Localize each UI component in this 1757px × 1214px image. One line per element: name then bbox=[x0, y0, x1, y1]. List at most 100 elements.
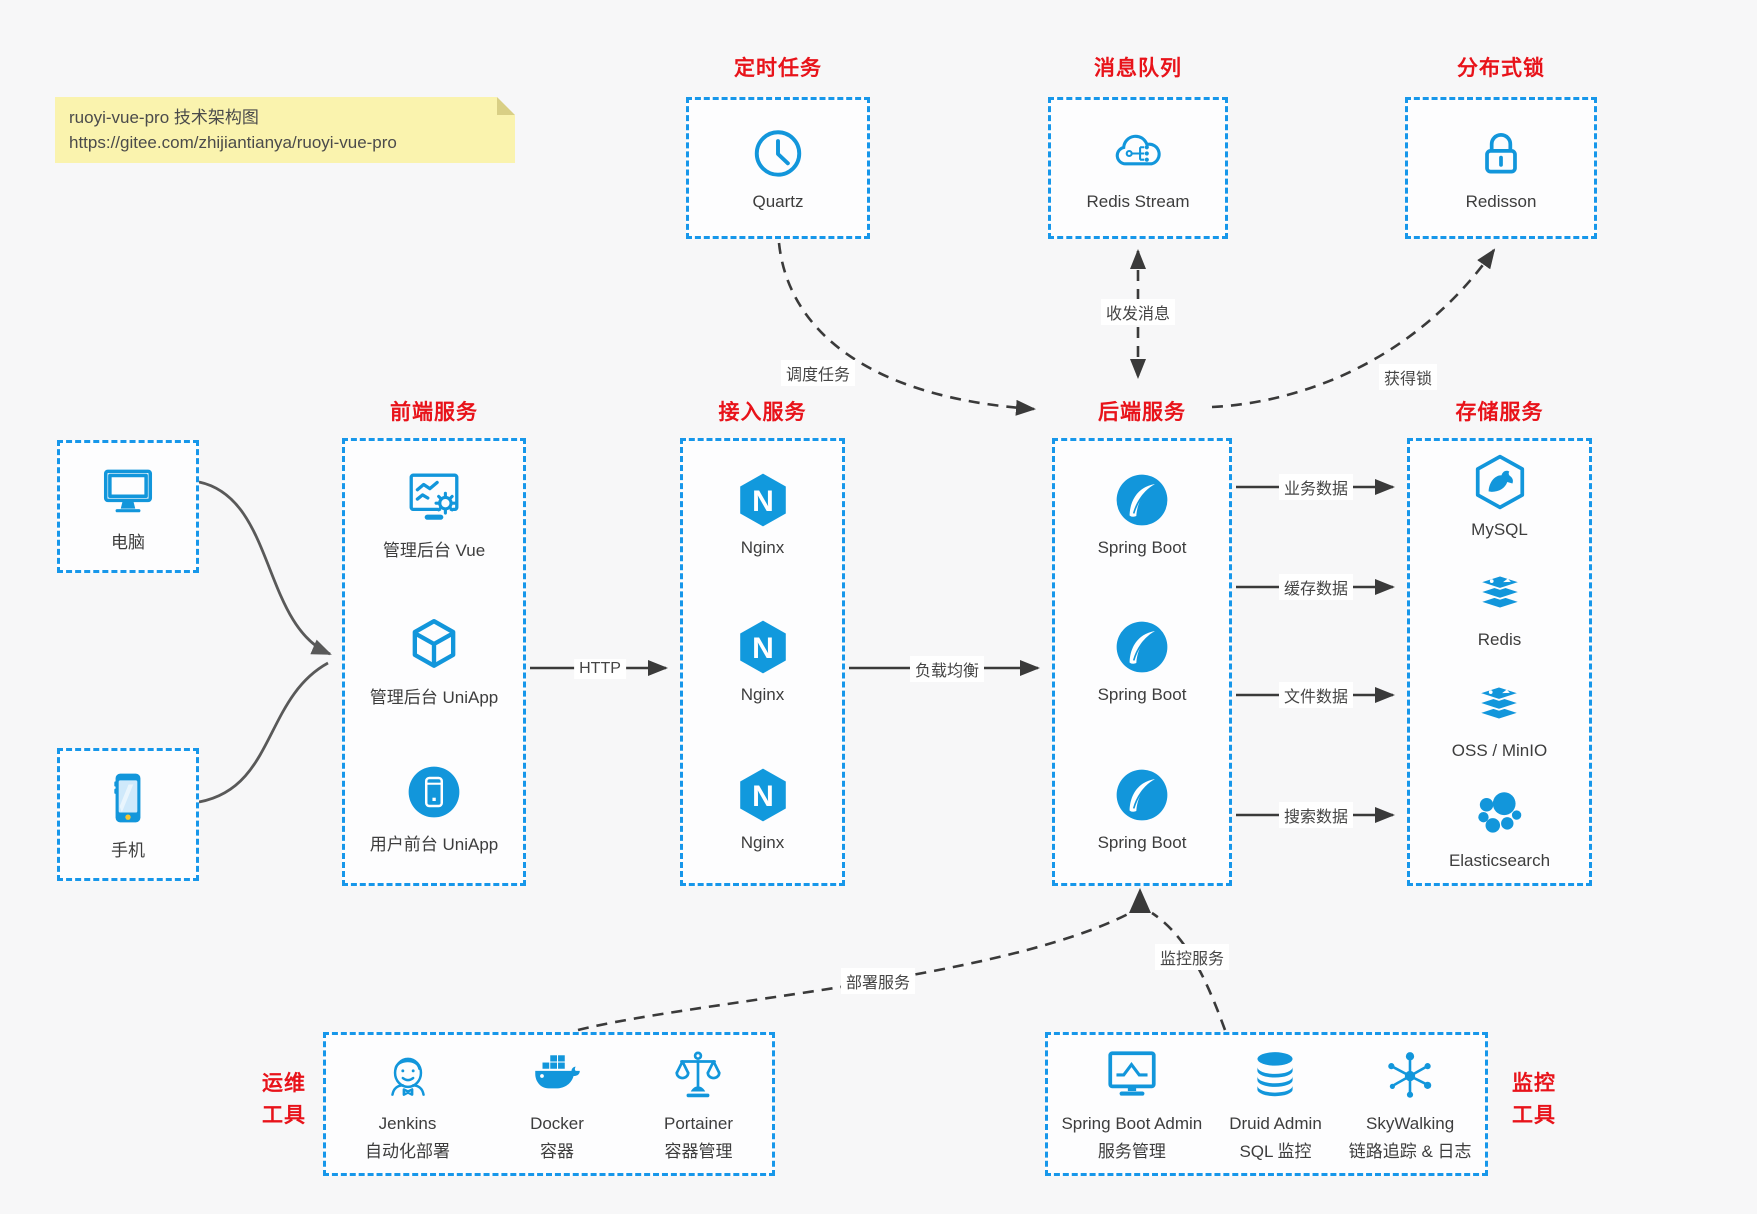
node-sublabel: 服务管理 bbox=[1097, 1141, 1166, 1161]
sticky-note: ruoyi-vue-pro 技术架构图 https://gitee.com/zh… bbox=[55, 97, 515, 163]
edge-label-cache-data: 缓存数据 bbox=[1278, 574, 1354, 600]
node-sublabel: 链路追踪 & 日志 bbox=[1348, 1141, 1472, 1161]
node-spring-boot-admin: Spring Boot Admin 服务管理 bbox=[1061, 1047, 1202, 1162]
edge-label-schedule: 调度任务 bbox=[780, 360, 856, 386]
node-admin-vue: 管理后台 Vue bbox=[383, 469, 485, 561]
cloud-stream-icon bbox=[1115, 134, 1161, 165]
node-label: Redis Stream bbox=[1086, 191, 1190, 211]
edge-client-phone bbox=[198, 661, 329, 804]
node-label: Spring Boot bbox=[1097, 685, 1187, 705]
node-label: Nginx bbox=[740, 538, 785, 558]
spring-boot-admin-icon bbox=[1108, 1050, 1156, 1096]
client-box-phone: 手机 bbox=[57, 748, 199, 881]
node-label: 管理后台 UniApp bbox=[369, 687, 499, 707]
node-label: Redis bbox=[1477, 630, 1522, 650]
edge-label-load-balance: 负载均衡 bbox=[909, 656, 985, 682]
group-title-ops: 运维 工具 bbox=[262, 1072, 306, 1127]
node-sublabel: 容器管理 bbox=[664, 1141, 733, 1161]
node-skywalking: SkyWalking 链路追踪 & 日志 bbox=[1349, 1047, 1472, 1162]
svg-text:N: N bbox=[752, 485, 774, 518]
group-title-backend: 后端服务 bbox=[1098, 401, 1186, 424]
node-label: Elasticsearch bbox=[1448, 851, 1551, 871]
edge-label-deploy: 部署服务 bbox=[840, 968, 916, 994]
skywalking-icon bbox=[1388, 1051, 1432, 1098]
node-oss-minio: OSS / MinIO bbox=[1452, 674, 1547, 761]
node-label: SkyWalking bbox=[1366, 1113, 1455, 1133]
node-nginx-3: N Nginx bbox=[734, 766, 792, 853]
spring-boot-icon bbox=[1116, 622, 1168, 673]
admin-vue-icon bbox=[409, 473, 459, 520]
node-label: 电脑 bbox=[111, 532, 145, 552]
node-label: 管理后台 Vue bbox=[382, 540, 486, 560]
group-box-lock: Redisson bbox=[1405, 97, 1597, 239]
node-druid-admin: Druid Admin SQL 监控 bbox=[1229, 1047, 1322, 1162]
node-redis-stream: Redis Stream bbox=[1086, 125, 1190, 212]
node-redis: Redis bbox=[1471, 563, 1529, 650]
nginx-icon: N bbox=[739, 768, 786, 822]
group-box-scheduler: Quartz bbox=[686, 97, 870, 239]
mysql-icon bbox=[1475, 454, 1524, 509]
node-computer: 电脑 bbox=[99, 461, 157, 553]
portainer-icon bbox=[675, 1051, 722, 1097]
client-box-computer: 电脑 bbox=[57, 440, 199, 573]
nginx-icon: N bbox=[739, 473, 786, 527]
desktop-icon bbox=[103, 469, 153, 512]
edge-label-http: HTTP bbox=[574, 659, 626, 679]
node-elasticsearch: Elasticsearch bbox=[1449, 784, 1550, 871]
docker-icon bbox=[535, 1054, 580, 1088]
redis-stack-icon bbox=[1477, 574, 1522, 610]
node-spring-boot-2: Spring Boot bbox=[1097, 618, 1187, 705]
edge-backend-arrowhead bbox=[1129, 888, 1151, 913]
node-phone: 手机 bbox=[99, 769, 157, 861]
group-title-frontend: 前端服务 bbox=[390, 401, 478, 424]
node-label: Spring Boot bbox=[1097, 832, 1187, 852]
node-docker: Docker 容器 bbox=[528, 1047, 586, 1162]
edge-label-search-data: 搜索数据 bbox=[1278, 802, 1354, 828]
group-box-ops: Jenkins 自动化部署 Docker 容器 bbox=[323, 1032, 775, 1176]
node-user-uniapp: 用户前台 UniApp bbox=[370, 763, 498, 855]
edge-label-lock: 获得锁 bbox=[1378, 364, 1438, 390]
nginx-icon: N bbox=[739, 621, 786, 674]
edge-label-business-data: 业务数据 bbox=[1278, 474, 1354, 500]
group-title-storage: 存储服务 bbox=[1455, 401, 1544, 424]
uniapp-cube-icon bbox=[412, 618, 456, 668]
group-box-storage: MySQL Redis bbox=[1407, 438, 1592, 886]
node-jenkins: Jenkins 自动化部署 bbox=[365, 1047, 450, 1162]
group-box-backend: Spring Boot Spring Boot Spring Boot bbox=[1052, 438, 1232, 886]
group-box-monitoring: Spring Boot Admin 服务管理 Druid Admin SQL 监… bbox=[1045, 1032, 1488, 1176]
node-label: Nginx bbox=[740, 832, 785, 852]
spring-boot-icon bbox=[1116, 769, 1168, 821]
edge-monitor bbox=[1151, 911, 1227, 1031]
node-sublabel: SQL 监控 bbox=[1239, 1141, 1312, 1161]
smartphone-icon bbox=[114, 773, 141, 822]
node-portainer: Portainer 容器管理 bbox=[664, 1047, 733, 1162]
node-label: Spring Boot Admin bbox=[1061, 1113, 1203, 1133]
node-redisson: Redisson bbox=[1465, 125, 1537, 212]
node-label: 用户前台 UniApp bbox=[369, 835, 499, 855]
group-box-mq: Redis Stream bbox=[1048, 97, 1228, 239]
edge-label-message: 收发消息 bbox=[1100, 299, 1176, 325]
group-title-monitoring: 监控 工具 bbox=[1512, 1072, 1556, 1127]
group-box-frontend: 管理后台 Vue 管理后台 UniApp 用户前台 UniApp bbox=[342, 438, 526, 886]
node-sublabel: 容器 bbox=[540, 1141, 574, 1161]
node-label: OSS / MinIO bbox=[1451, 740, 1548, 760]
node-label: Spring Boot bbox=[1097, 538, 1187, 558]
node-quartz: Quartz bbox=[749, 125, 807, 212]
group-title-gateway: 接入服务 bbox=[718, 401, 807, 424]
edge-client-computer bbox=[198, 480, 332, 656]
group-title-scheduler: 定时任务 bbox=[734, 57, 822, 80]
node-label: Jenkins bbox=[378, 1113, 437, 1133]
node-label: MySQL bbox=[1471, 519, 1528, 539]
spring-boot-icon bbox=[1116, 474, 1168, 526]
note-title: ruoyi-vue-pro 技术架构图 bbox=[69, 108, 259, 127]
note-url: https://gitee.com/zhijiantianya/ruoyi-vu… bbox=[69, 132, 397, 152]
edge-label-file-data: 文件数据 bbox=[1278, 682, 1354, 708]
node-label: Redisson bbox=[1465, 191, 1537, 211]
node-label: 手机 bbox=[111, 840, 145, 860]
node-admin-uniapp: 管理后台 UniApp bbox=[370, 616, 498, 708]
user-app-icon bbox=[408, 766, 460, 818]
node-nginx-1: N Nginx bbox=[734, 471, 792, 558]
node-label: Druid Admin bbox=[1229, 1113, 1322, 1133]
svg-text:N: N bbox=[752, 632, 774, 665]
